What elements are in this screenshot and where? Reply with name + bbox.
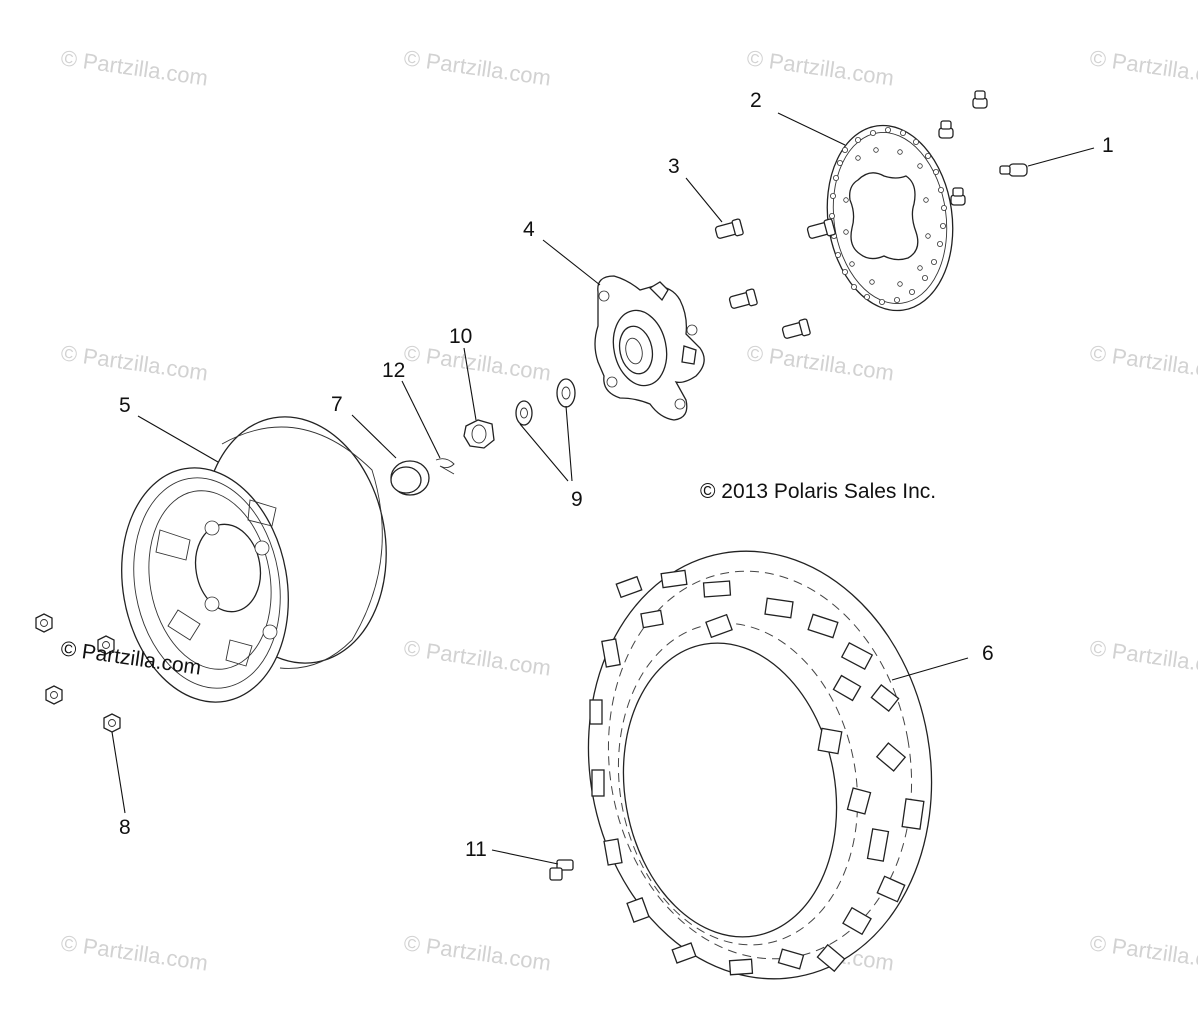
valve-stem [549,859,574,881]
wheel-studs [714,218,836,339]
wheel-rim [121,416,387,703]
leader-lines [111,112,1095,865]
watermark: © Partzilla.com [402,45,552,90]
watermark: © Partzilla.com [59,930,209,975]
washers [515,378,576,426]
callout-1: 1 [1102,134,1114,157]
callout-6: 6 [982,642,994,665]
watermark: © Partzilla.com [1088,635,1198,680]
callout-12: 12 [382,359,405,382]
watermark: © Partzilla.com [745,340,895,385]
callout-9: 9 [571,488,583,511]
watermark: © Partzilla.com [1088,340,1198,385]
callout-4: 4 [523,218,535,241]
watermark: © Partzilla.com [402,635,552,680]
brake-disc [826,124,954,312]
callout-7: 7 [331,393,343,416]
callout-2: 2 [750,89,762,112]
callout-11: 11 [465,838,487,861]
callout-5: 5 [119,394,131,417]
watermark: © Partzilla.com [59,340,209,385]
tire [587,550,933,980]
callout-8: 8 [119,816,131,839]
tire-treads [589,569,925,976]
disc-holes [829,127,948,305]
watermark: © Partzilla.com [402,340,552,385]
watermark: © Partzilla.com [1088,45,1198,90]
castle-nut [463,419,495,449]
callouts: 1 2 3 4 5 6 7 8 9 10 11 12 [119,89,1114,861]
lug-nuts [35,613,121,733]
dust-cap [390,460,430,496]
callout-10: 10 [449,325,472,348]
watermark: © Partzilla.com [745,45,895,90]
copyright-notice: © 2013 Polaris Sales Inc. [700,480,936,503]
callout-3: 3 [668,155,680,178]
watermark: © Partzilla.com [402,930,552,975]
watermark: © Partzilla.com [1088,930,1198,975]
watermark: © Partzilla.com [59,45,209,90]
cotter-pin [435,458,455,475]
wheel-hub [594,275,705,421]
disc-bolts [938,90,1028,206]
